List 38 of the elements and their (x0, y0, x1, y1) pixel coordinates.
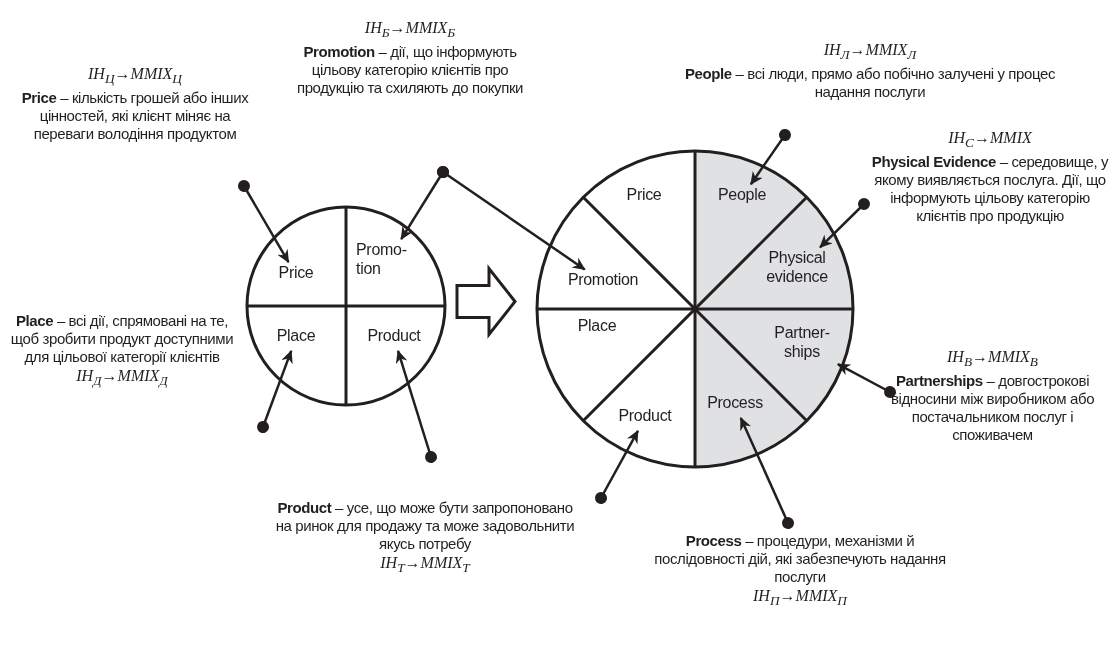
leader-arrow (257, 350, 293, 433)
leader-arrow (238, 180, 290, 263)
formula-text: IH$_{В}$→MMIX$_{В}$ (947, 347, 1038, 372)
leader-arrow (739, 417, 794, 529)
leader-arrow (395, 350, 437, 463)
formula-text: IH$_{Д}$→MMIX$_{Д}$ (76, 366, 168, 391)
formula-text: IH$_{Б}$→MMIX$_{Б}$ (364, 18, 456, 43)
segment-label: Place (266, 326, 326, 350)
segment-label: Promo- tion (356, 240, 418, 284)
formula-text: IH$_{Ц}$→MMIX$_{Ц}$ (88, 64, 182, 89)
segment-label: Product (358, 326, 430, 350)
segment-label: People (712, 185, 772, 209)
formula-text: IH$_{С}$→MMIX (948, 128, 1032, 153)
segment-label: Price (266, 263, 326, 287)
description-text: Product – усе, що може бути запропоновано на ринок для продажу та може задовольнити якусь потребу (275, 499, 575, 553)
description-text: Process – процедури, механізми й послідовності дій, які забезпечують надання послуги (653, 532, 947, 586)
segment-label: Promotion (558, 270, 648, 294)
segment-label: Physical evidence (757, 248, 837, 292)
segment-label: Place (567, 316, 627, 340)
segment-label: Process (700, 393, 770, 417)
description-text: Partnerships – довгострокові відносини між виробником або постачальником послуг і споживачем (889, 372, 1096, 445)
leader-arrow (749, 129, 791, 185)
segment-label: Partner- ships (767, 323, 837, 367)
description-text: Promotion – дії, що інформують цільову категорію клієнтів про продукцію та схиляють до покупки (295, 43, 525, 98)
description-text: Physical Evidence – середовище, у якому виявляється послуга. Дії, що інформують цільову категорію клієнтів про продукцію (870, 153, 1110, 226)
description-text: Price – кількість грошей або інших цінностей, які клієнт міняє на переваги володіння продуктом (20, 89, 250, 144)
segment-label: Price (614, 185, 674, 209)
leader-arrow (819, 198, 870, 249)
description-text: People – всі люди, прямо або побічно залучені у процес надання послуги (683, 65, 1057, 102)
formula-text: IH$_{П}$→MMIX$_{П}$ (753, 586, 847, 611)
leader-arrow (837, 363, 896, 398)
leader-arrow (437, 166, 586, 271)
description-text: Place – всі дії, спрямовані на те, щоб зробити продукт доступними для цільової категорії клієнтів (9, 312, 235, 366)
formula-text: IH$_{Т}$→MMIX$_{Т}$ (380, 553, 470, 578)
block-arrow (455, 264, 517, 339)
formula-text: IH$_{Л}$→MMIX$_{Л}$ (823, 40, 917, 65)
leader-arrow (595, 430, 639, 504)
segment-label: Product (610, 406, 680, 430)
